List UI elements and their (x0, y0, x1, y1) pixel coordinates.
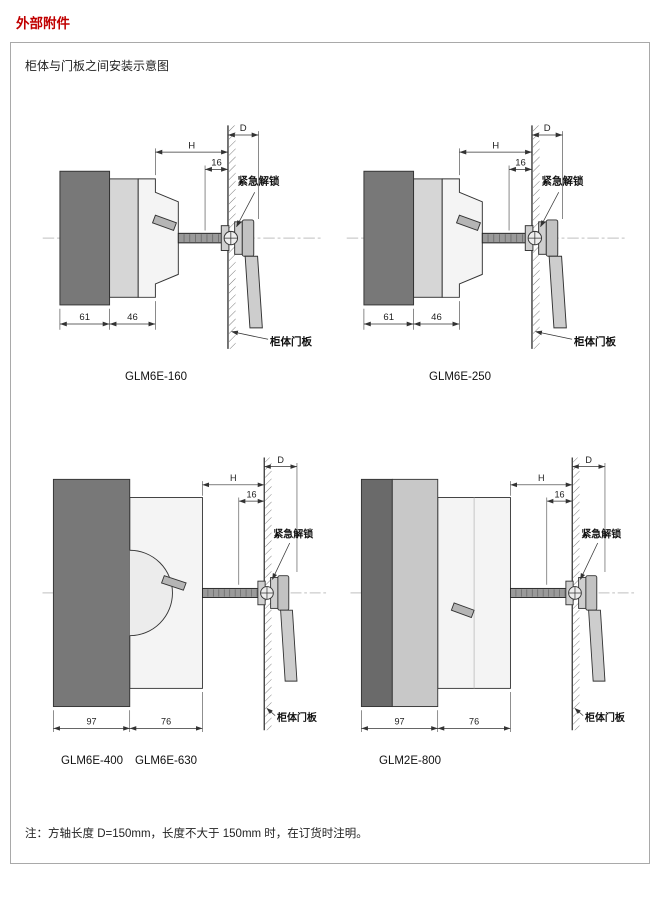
breaker-toggle (450, 602, 475, 619)
dim-label-d: D (277, 455, 284, 465)
model-caption: GLM6E-160 (37, 371, 333, 383)
breaker-toggle (160, 575, 187, 591)
door-panel-label: 柜体门板 (269, 335, 312, 348)
handle-grip (280, 609, 298, 682)
dim-label-front: 46 (127, 312, 138, 323)
breaker-drawing-small (42, 125, 324, 349)
breaker-base-block (52, 478, 131, 708)
dim-label-depth: 61 (79, 312, 90, 323)
dim-label-h: H (188, 140, 195, 151)
model-label: GLM6E-630 (135, 755, 198, 767)
handle-hub (277, 575, 290, 611)
dim-label-depth: 97 (395, 717, 405, 727)
dim-label-16: 16 (211, 158, 222, 169)
dim-label-depth: 97 (87, 717, 97, 727)
breaker-mid-block (109, 178, 139, 298)
extension-shaft (201, 587, 263, 598)
model-label: GLM6E-160 (125, 371, 188, 383)
model-label: GLM6E-400 (61, 755, 124, 767)
dim-label-16: 16 (515, 158, 526, 169)
unlock-leader-arrow (272, 542, 291, 580)
shaft-ribs (183, 234, 219, 242)
diagram-glm6e-160: D H 16 61 46 紧急解锁 柜体门板 GLM6E-160 (37, 112, 333, 383)
installation-drawing-glm6e-250: D H 16 61 46 紧急解锁 柜体门板 (341, 123, 637, 368)
unlock-leader-arrow (236, 192, 256, 228)
model-label: GLM2E-800 (379, 755, 442, 767)
catalog-page: 外部附件 柜体与门板之间安装示意图 (0, 12, 660, 864)
dim-label-d: D (544, 123, 551, 134)
emergency-unlock-label: 紧急解锁 (238, 175, 280, 188)
breaker-toggle (151, 214, 178, 232)
shaft-ribs (207, 589, 258, 597)
breaker-base-block (360, 478, 393, 708)
breaker-base-block (59, 170, 111, 306)
handle-grip (244, 255, 263, 329)
cover-bulge-arc (129, 549, 173, 637)
breaker-cover (137, 178, 179, 298)
model-caption: GLM2E-800 (345, 755, 645, 767)
note-text: 注：方轴长度 D=150mm，长度不大于 150mm 时，在订货时注明。 (25, 828, 368, 840)
door-leader-arrow (231, 330, 269, 340)
door-panel-label: 柜体门板 (584, 711, 626, 724)
diagram-glm6e-250: D H 16 61 46 紧急解锁 柜体门板 GLM6E-250 (341, 112, 637, 383)
dim-label-16: 16 (246, 490, 256, 500)
door-panel-label: 柜体门板 (573, 335, 616, 348)
installation-drawing-glm2e-800: D H 16 97 76 紧急解锁 柜体门板 (345, 455, 645, 752)
diagram-glm2e-800: D H 16 97 76 紧急解锁 柜体门板 GLM2E-800 (345, 443, 645, 767)
dim-label-front: 76 (161, 717, 171, 727)
dim-label-d: D (240, 123, 247, 134)
dim-label-h: H (538, 473, 545, 483)
dim-label-depth: 61 (383, 312, 394, 323)
dim-label-d: D (585, 455, 592, 465)
installation-drawing-glm6e-160: D H 16 61 46 紧急解锁 柜体门板 (42, 123, 324, 349)
dim-label-h: H (230, 473, 237, 483)
door-panel-label: 柜体门板 (276, 711, 318, 724)
dim-label-h: H (492, 140, 499, 151)
unlock-knob-cross (224, 231, 238, 245)
emergency-unlock-label: 紧急解锁 (273, 528, 313, 541)
model-label: GLM6E-250 (429, 371, 492, 383)
dim-label-front: 46 (431, 312, 442, 323)
model-caption: GLM6E-400 GLM6E-630 (37, 755, 337, 767)
diagram-row-bottom: D H 16 97 76 紧急解锁 柜体门板 GLM6E-400 GLM6E-6… (25, 443, 635, 767)
breaker-mid-block (391, 478, 439, 708)
unlock-knob-cross (260, 586, 274, 600)
dim-label-front: 76 (469, 717, 479, 727)
handle-hub (241, 219, 255, 257)
installation-drawing-glm6e-400-630: D H 16 97 76 紧急解锁 柜体门板 (42, 455, 328, 733)
diagram-row-top: D H 16 61 46 紧急解锁 柜体门板 GLM6E-160 D H (25, 112, 635, 383)
model-caption: GLM6E-250 (341, 371, 637, 383)
emergency-unlock-label: 紧急解锁 (542, 175, 584, 188)
door-leader-arrow (266, 707, 276, 716)
page-title: 外部附件 (16, 16, 70, 31)
emergency-unlock-label: 紧急解锁 (581, 528, 621, 541)
diagram-glm6e-400-630: D H 16 97 76 紧急解锁 柜体门板 GLM6E-400 GLM6E-6… (37, 443, 337, 767)
extension-shaft (177, 232, 223, 244)
section-title: 柜体与门板之间安装示意图 (25, 59, 170, 73)
dim-label-16: 16 (554, 490, 564, 500)
content-panel: 柜体与门板之间安装示意图 (10, 42, 650, 864)
